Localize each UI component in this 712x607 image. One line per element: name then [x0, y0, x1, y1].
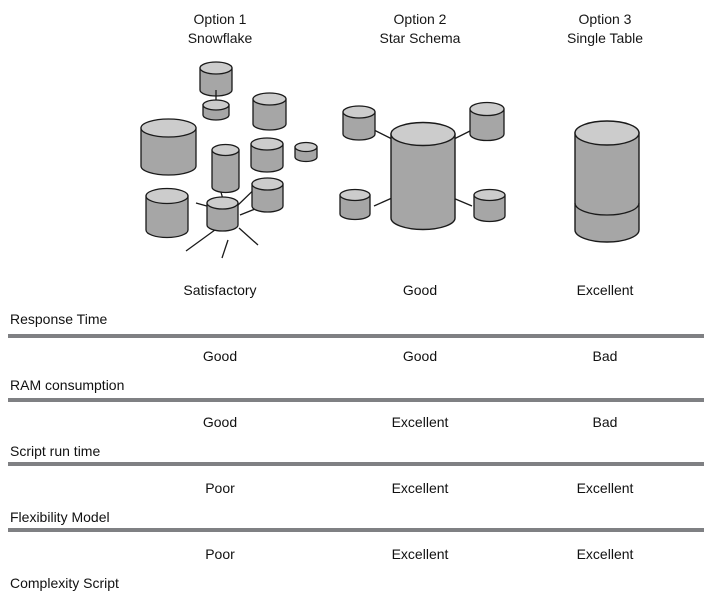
table-cell: Satisfactory [183, 282, 257, 298]
row-divider [8, 398, 704, 402]
snowflake-node-top [199, 61, 233, 97]
column-header-option-label: Option 3 [578, 11, 632, 27]
table-cell: Excellent [576, 282, 634, 298]
table-row: Poor Excellent Excellent Flexibility Mod… [0, 470, 712, 532]
connector-line [239, 208, 256, 216]
connector-line [221, 239, 229, 259]
table-cell: Good [402, 282, 438, 298]
snowflake-node-large-upper-left [140, 118, 197, 176]
snowflake-node-lower-left [145, 187, 189, 239]
table-row: Good Good Bad RAM consumption [0, 338, 712, 400]
single-table-band [574, 202, 640, 216]
table-cell: Good [202, 348, 238, 364]
connector-line [238, 227, 259, 246]
column-header-option-2: Option 2 Star Schema [350, 10, 490, 48]
column-header-schema-name: Star Schema [379, 30, 461, 46]
single-table-diagram [574, 120, 640, 243]
column-header-schema-name: Snowflake [187, 30, 253, 46]
single-table-node [574, 120, 640, 243]
table-row: Poor Excellent Excellent Complexity Scri… [0, 536, 712, 598]
snowflake-node-hub [211, 143, 240, 194]
star-schema-diagram [339, 101, 506, 231]
connector-line [185, 226, 220, 252]
snowflake-node-upper-right [252, 92, 287, 131]
snowflake-node-lower-right [251, 177, 284, 213]
star-node-hub [390, 121, 456, 231]
table-cell: Excellent [391, 414, 449, 430]
column-header-option-label: Option 2 [393, 11, 447, 27]
table-cell: Bad [592, 348, 618, 364]
star-node-bottom-right [473, 188, 506, 223]
table-cell: Excellent [391, 480, 449, 496]
column-header-schema-name: Single Table [566, 30, 644, 46]
table-row-label: Response Time [10, 311, 108, 327]
table-cell: Poor [205, 480, 235, 496]
connector-line [373, 197, 393, 207]
row-divider [8, 528, 704, 532]
star-node-bottom-left [339, 188, 371, 221]
table-row-label: Script run time [10, 443, 101, 459]
table-row-label: RAM consumption [10, 377, 125, 393]
star-node-top-right [469, 101, 505, 142]
snowflake-node-top-small [202, 90, 230, 121]
table-cell: Good [202, 414, 238, 430]
table-cell: Poor [205, 546, 235, 562]
column-header-option-1: Option 1 Snowflake [150, 10, 290, 48]
row-divider [8, 462, 704, 466]
table-cell: Excellent [576, 546, 634, 562]
table-cell: Excellent [576, 480, 634, 496]
table-row-label: Complexity Script [10, 575, 119, 591]
table-row: Good Excellent Bad Script run time [0, 404, 712, 466]
table-cell: Good [402, 348, 438, 364]
snowflake-node-middle-right [250, 137, 284, 173]
column-header-option-3: Option 3 Single Table [535, 10, 675, 48]
snowflake-node-detached [294, 141, 318, 163]
column-headers: Option 1 Snowflake Option 2 Star Schema … [0, 0, 712, 58]
snowflake-diagram [140, 61, 318, 259]
row-divider [8, 334, 704, 338]
table-cell: Bad [592, 414, 618, 430]
comparison-table: Satisfactory Good Excellent Response Tim… [0, 272, 712, 607]
column-header-option-label: Option 1 [193, 11, 247, 27]
schema-diagrams [0, 55, 712, 260]
table-cell: Excellent [391, 546, 449, 562]
table-row-label: Flexibility Model [10, 509, 110, 525]
connector-line [452, 197, 473, 207]
star-node-top-left [342, 105, 376, 141]
snowflake-node-bottom [206, 196, 239, 232]
table-row: Satisfactory Good Excellent Response Tim… [0, 272, 712, 334]
